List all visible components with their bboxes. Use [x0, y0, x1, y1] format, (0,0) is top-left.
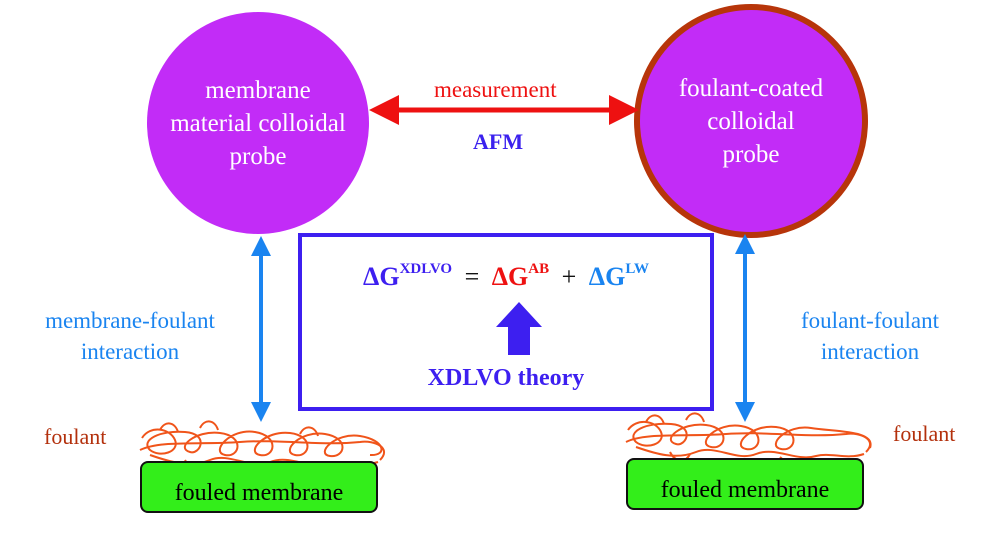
eq-plus: +: [561, 262, 577, 291]
xdlvo-theory-label: XDLVO theory: [427, 365, 585, 391]
foulant-layer-right: [625, 412, 872, 466]
probe-left-label: membrane material colloidal probe: [170, 76, 346, 170]
membrane-foulant-interaction-label: membrane-foulant interaction: [45, 308, 215, 364]
foulant-coated-colloidal-probe: foulant-coated colloidal probe: [634, 4, 868, 238]
eq-equals: =: [464, 262, 480, 291]
fouled-membrane-right: fouled membrane: [626, 458, 864, 510]
probe-right-label: foulant-coated colloidal probe: [678, 74, 824, 168]
eq-term-ab: ΔGAB: [491, 261, 550, 291]
afm-label: AFM: [473, 129, 524, 154]
xdlvo-theory-box: ΔGXDLVO = ΔGAB + ΔGLW XDLVO theory: [298, 233, 714, 411]
foulant-foulant-interaction-label: foulant-foulant interaction: [801, 308, 939, 364]
eq-lhs: ΔGXDLVO: [363, 261, 453, 291]
measurement-label: measurement: [434, 77, 557, 102]
foulant-label-right: foulant: [893, 421, 956, 446]
theory-up-arrow: [496, 302, 542, 355]
fouled-membrane-left: fouled membrane: [140, 461, 378, 513]
foulant-label-left: foulant: [44, 424, 107, 449]
xdlvo-equation: ΔGXDLVO = ΔGAB + ΔGLW: [302, 261, 710, 292]
fouled-membrane-right-label: fouled membrane: [660, 477, 830, 503]
membrane-material-colloidal-probe: membrane material colloidal probe: [147, 12, 369, 234]
eq-term-lw: ΔGLW: [588, 261, 649, 291]
fouled-membrane-left-label: fouled membrane: [174, 480, 344, 506]
